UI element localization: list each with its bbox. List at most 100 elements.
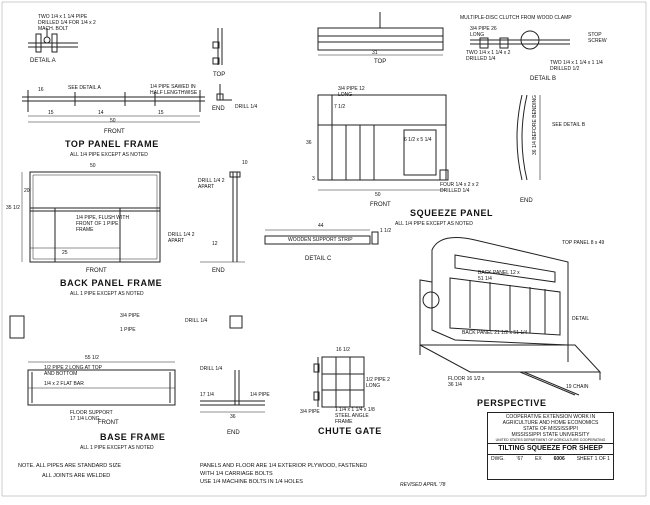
detail-b-drawing <box>470 31 570 49</box>
title-block: COOPERATIVE EXTENSION WORK IN AGRICULTUR… <box>487 412 614 480</box>
base-dim-55: 55 1/2 <box>85 355 99 361</box>
top-dim-14: 14 <box>98 110 104 116</box>
squeeze-panel-end-view <box>517 95 540 180</box>
squeeze-dim-50: 50 <box>375 192 381 198</box>
back-dim-20: 20 <box>24 188 30 194</box>
note-4: USE 1/4 MACHINE BOLTS IN 1/4 HOLES <box>200 479 303 485</box>
dwg-number: 6006 <box>553 456 565 462</box>
base-end-label: END <box>227 430 240 436</box>
top-panel-front-label: FRONT <box>104 129 125 135</box>
squeeze-pipe-26: 3/4 PIPE 26 LONG <box>470 26 497 38</box>
squeeze-panel-front-view <box>318 95 448 190</box>
persp-floor: FLOOR 16 1/2 x 36 1/4 <box>448 376 485 388</box>
squeeze-top-label: TOP <box>374 59 387 65</box>
squeeze-stop-screw: STOP SCREW <box>588 32 607 44</box>
top-panel-front-view <box>22 90 205 122</box>
persp-top-panel: TOP PANEL 8 x 49 <box>562 240 605 246</box>
note-1: NOTE. ALL PIPES ARE STANDARD SIZE <box>18 463 122 469</box>
org-line-5: UNITED STATES DEPARTMENT OF AGRICULTURE … <box>495 438 606 442</box>
squeeze-end-label: END <box>520 198 533 204</box>
back-dim-10: 10 <box>242 160 248 166</box>
top-dim-16: 16 <box>38 87 44 93</box>
detail-c-strip: WOODEN SUPPORT STRIP <box>288 237 353 243</box>
top-dim-50: 50 <box>110 118 116 124</box>
base-pipe-1: 1 PIPE <box>120 327 136 333</box>
top-panel-end-label: END <box>212 106 225 112</box>
squeeze-bend: 36 1/4 BEFORE BENDING <box>532 94 538 155</box>
squeeze-dim-7: 7 1/2 <box>334 104 346 110</box>
back-dim-12: 12 <box>212 241 218 247</box>
chute-angle: 1 1/4 x 1 1/4 x 1/8 STEEL ANGLE FRAME <box>335 407 375 425</box>
top-panel-see-detail: SEE DETAIL A <box>68 85 101 91</box>
base-drill-a: DRILL 1/4 <box>185 318 208 324</box>
squeeze-two-pipe: TWO 1/4 x 1 1/4 x 2 DRILLED 1/4 <box>466 50 511 62</box>
top-panel-title: TOP PANEL FRAME <box>65 139 159 149</box>
base-flat-bar: 1/4 x 2 FLAT BAR <box>44 381 84 387</box>
squeeze-clutch: MULTIPLE-DISC CLUTCH FROM WOOD CLAMP <box>460 15 572 21</box>
squeeze-four-pipe: FOUR 1/4 x 2 x 2 DRILLED 1/4 <box>440 182 479 194</box>
back-drill-top: DRILL 1/4 2 APART <box>198 178 225 190</box>
chute-gate-drawing <box>314 357 364 407</box>
squeeze-dim-6: 6 1/2 x 5 1/4 <box>404 137 432 143</box>
detail-c-drawing <box>265 230 378 244</box>
drawing-title: TILTING SQUEEZE FOR SHEEP <box>488 443 613 455</box>
back-pipe-note: 1/4 PIPE, FLUSH WITH FRONT OF 1 PIPE FRA… <box>76 215 130 233</box>
back-panel-end-view <box>200 172 245 262</box>
squeeze-dim-31: 31 <box>372 50 378 56</box>
chute-dim-16: 16 1/2 <box>336 347 350 353</box>
title-block-meta: DWG. '67 EX 6006 SHEET 1 OF 1 <box>488 455 613 463</box>
detail-c-dim-1: 1 1/2 <box>380 228 392 234</box>
back-dim-25: 25 <box>62 250 68 256</box>
back-drill-bottom: DRILL 1/4 2 APART <box>168 232 195 244</box>
top-panel-pipe-note: 1/4 PIPE SAWED IN HALF LENGTHWISE <box>150 84 198 96</box>
note-3: PANELS AND FLOOR ARE 1/4 EXTERIOR PLYWOO… <box>200 463 368 477</box>
org-line-4: MISSISSIPPI STATE UNIVERSITY <box>511 432 590 438</box>
top-panel-top-label: TOP <box>213 72 226 78</box>
persp-back-panel-2: BACK PANEL 21 1/2 x 51 1/4 <box>462 330 528 336</box>
base-pipe-end: 1/4 PIPE <box>250 392 270 398</box>
title-block-org: COOPERATIVE EXTENSION WORK IN AGRICULTUR… <box>488 413 613 443</box>
persp-chain: 19 CHAIN <box>566 384 589 390</box>
detail-c-label: DETAIL C <box>305 256 332 262</box>
org-line-1: COOPERATIVE EXTENSION WORK IN <box>505 414 596 420</box>
back-panel-title: BACK PANEL FRAME <box>60 278 163 288</box>
chute-pipe-34: 3/4 PIPE <box>300 409 320 415</box>
squeeze-two-pipe-b: TWO 1/4 x 1 1/4 x 1 1/4 DRILLED 1/2 <box>550 60 603 72</box>
perspective-title: PERSPECTIVE <box>477 398 547 408</box>
base-drill-b: DRILL 1/4 <box>200 366 223 372</box>
back-end-label: END <box>212 268 225 274</box>
base-frame-title: BASE FRAME <box>100 432 166 442</box>
squeeze-panel-top-view <box>318 12 443 55</box>
detail-b-label: DETAIL B <box>530 76 557 82</box>
dwg-year: '67 <box>516 456 524 462</box>
base-pipe-34: 3/4 PIPE <box>120 313 140 319</box>
top-panel-subtitle: ALL 1/4 PIPE EXCEPT AS NOTED <box>70 152 148 158</box>
persp-back-panel: BACK PANEL 12 x 51 1/4 <box>478 270 520 282</box>
perspective-drawing <box>420 238 600 395</box>
chute-gate-title: CHUTE GATE <box>318 426 382 436</box>
back-dim-35: 35 1/2 <box>6 205 20 211</box>
base-frame-end-view <box>200 316 265 412</box>
detail-c-dim-44: 44 <box>318 223 324 229</box>
org-line-2: AGRICULTURE AND HOME ECONOMICS <box>502 420 599 426</box>
squeeze-dim-36: 36 <box>306 140 312 146</box>
detail-a-callout: TWO 1/4 x 1 1/4 PIPE DRILLED 1/4 FOR 1/4… <box>38 14 96 32</box>
top-panel-end-view <box>217 84 232 100</box>
revised-note: REVISED APRIL '78 <box>400 482 446 488</box>
top-panel-drill: DRILL 1/4 <box>235 104 258 110</box>
back-panel-front-view <box>22 172 160 262</box>
squeeze-pipe-12: 3/4 PIPE 12 LONG <box>338 86 365 98</box>
dwg-label: DWG. <box>491 456 505 462</box>
ex-label: EX <box>535 456 542 462</box>
chute-pipe-2: 1/2 PIPE 2 LONG <box>366 377 390 389</box>
base-pipe-long: 1/2 PIPE 2 LONG AT TOP AND BOTTOM <box>44 365 102 377</box>
persp-detail: DETAIL <box>572 316 590 322</box>
detail-a-label: DETAIL A <box>30 58 56 64</box>
top-panel-top-view <box>213 28 222 65</box>
squeeze-see-detail-b: SEE DETAIL B <box>552 122 586 128</box>
detail-a-drawing <box>28 28 78 52</box>
back-front-label: FRONT <box>86 268 107 274</box>
squeeze-front-label: FRONT <box>370 202 391 208</box>
